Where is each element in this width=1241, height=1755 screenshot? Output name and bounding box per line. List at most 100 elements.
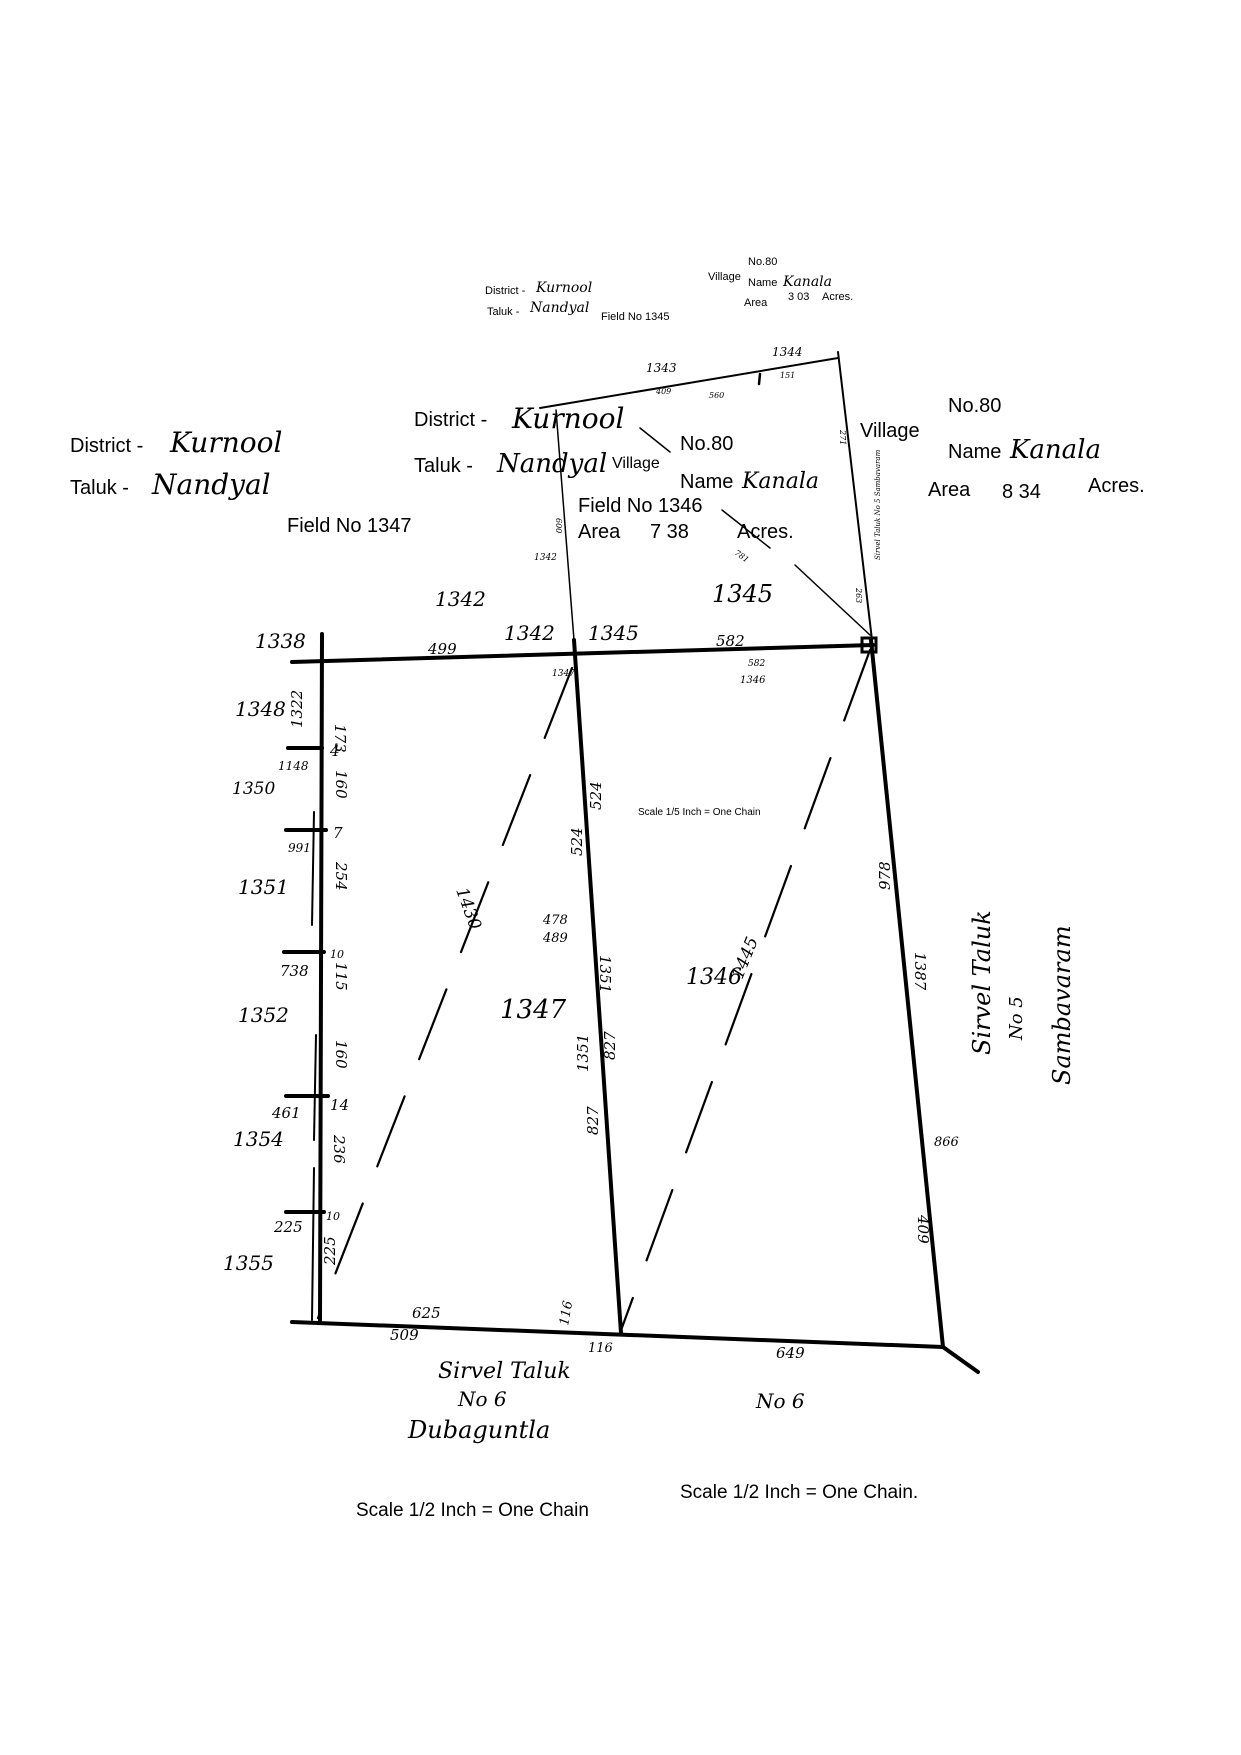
scale-left: Scale 1/2 Inch = One Chain: [356, 1500, 589, 1521]
measure: 991: [288, 841, 311, 855]
measure: 781: [733, 548, 751, 564]
measure-diagonal: 1445: [728, 934, 763, 982]
label: Village: [860, 420, 920, 442]
diagonal-1430: [316, 666, 574, 1320]
measure: 649: [776, 1344, 805, 1362]
measure: 151: [780, 371, 795, 380]
field-no: Field No 1345: [601, 311, 670, 323]
scales: Scale 1/5 Inch = One Chain Scale 1/2 Inc…: [356, 807, 918, 1521]
label: Taluk -: [70, 477, 129, 499]
header-field-1347: District - Kurnool Taluk - Nandyal Field…: [70, 426, 412, 537]
label: District -: [485, 285, 526, 297]
field-1343: 1343: [646, 361, 677, 375]
unit: Acres.: [1088, 475, 1145, 497]
measure: 509: [390, 1326, 419, 1344]
field-no: Field No 1346: [578, 495, 703, 517]
measure: 582: [748, 659, 765, 669]
field-1342: 1342: [504, 621, 555, 645]
offset-lines: [311, 811, 317, 1321]
south-boundary: [290, 1320, 945, 1349]
field-1346-small: 1346: [740, 675, 766, 686]
measure: 524: [587, 781, 605, 810]
measure: 978: [876, 861, 894, 890]
value: No.80: [748, 256, 777, 268]
measure: 7: [333, 824, 343, 842]
measure: 738: [280, 962, 309, 980]
measure: 1387: [911, 952, 929, 991]
measure: 866: [934, 1135, 959, 1150]
survey-stone-marker: [860, 636, 878, 654]
measure: 582: [716, 632, 745, 650]
measure-diagonal: 1430: [451, 885, 485, 933]
value: No.80: [680, 433, 733, 455]
measure: 263: [854, 587, 863, 603]
label: District -: [414, 409, 487, 431]
header-right: Village No.80 Name Kanala Area 8 34 Acre…: [860, 395, 1145, 503]
label: Taluk -: [487, 306, 520, 318]
measure: 173: [331, 724, 349, 753]
measure: 271: [838, 429, 847, 445]
measure: 625: [412, 1304, 441, 1322]
value: Kurnool: [535, 280, 592, 296]
field-1338: 1338: [255, 629, 306, 653]
field-1345: 1345: [588, 621, 639, 645]
measure: 600: [554, 518, 563, 533]
measure: 225: [273, 1218, 303, 1236]
value: 7 38: [650, 521, 689, 543]
measure: 524: [568, 827, 586, 856]
value: Kanala: [741, 469, 819, 494]
measurements: 499 582 582 1322 173 4 1148 160 7 991 25…: [271, 371, 959, 1362]
measure: 461: [271, 1104, 301, 1122]
field-1345: 1345: [712, 580, 773, 608]
label: Area: [928, 479, 971, 501]
measure: 116: [557, 1300, 576, 1327]
measure: 10: [326, 1210, 340, 1223]
east-taluk: Sirvel Taluk: [968, 910, 996, 1055]
measure: 225: [321, 1236, 339, 1266]
value: Nandyal: [529, 300, 589, 316]
field-1352: 1352: [238, 1003, 289, 1027]
label: Name: [748, 277, 777, 289]
south-village-name: Dubaguntla: [407, 1416, 550, 1444]
south-village-no-2: No 6: [755, 1389, 805, 1413]
label: Taluk -: [414, 455, 473, 477]
value: 8 34: [1002, 481, 1041, 503]
measure: 409: [655, 387, 671, 396]
offset-ticks: [282, 746, 330, 1214]
measure: 489: [542, 931, 568, 946]
field-1354: 1354: [233, 1127, 284, 1151]
label: District -: [70, 435, 143, 457]
field-numbers: 1347 1346 1345 1342 1342 1345 1338 1348 …: [223, 345, 803, 1275]
field-1347-small: 1347: [552, 669, 575, 679]
label: Area: [578, 521, 621, 543]
value: Kanala: [782, 274, 832, 290]
diagonal-781: [639, 427, 871, 636]
measure: 827: [584, 1106, 602, 1135]
boundary-annotations: Sirvel Taluk No 6 Dubaguntla No 6 Sirvel…: [407, 449, 1076, 1444]
east-village-no: No 5: [1006, 996, 1027, 1041]
division-line-1347-1346: [572, 638, 623, 1335]
field-1344: 1344: [772, 345, 803, 359]
label: Name: [948, 441, 1001, 463]
value: No.80: [948, 395, 1001, 417]
measure: 236: [330, 1134, 348, 1164]
label: Village: [708, 271, 741, 283]
unit: Acres.: [737, 521, 794, 543]
value: Nandyal: [496, 449, 607, 479]
label: Area: [744, 297, 768, 309]
value: Kurnool: [511, 402, 624, 435]
boundary-lines: [282, 351, 980, 1374]
measure: 10: [330, 948, 344, 961]
field-1346: 1346: [686, 965, 742, 990]
measure: 1322: [288, 690, 306, 728]
header-field-1345: District - Kurnool Taluk - Nandyal Field…: [485, 256, 853, 323]
measure: 4: [329, 742, 340, 760]
east-small-annotation: Sirvel Taluk No 5 Sambavaram: [874, 449, 882, 560]
tick: [757, 372, 762, 386]
measure: 14: [330, 1096, 349, 1114]
measure: 160: [332, 770, 350, 799]
field-1355: 1355: [223, 1251, 274, 1275]
north-boundary-1345: [539, 357, 839, 409]
measure: 254: [332, 861, 350, 891]
